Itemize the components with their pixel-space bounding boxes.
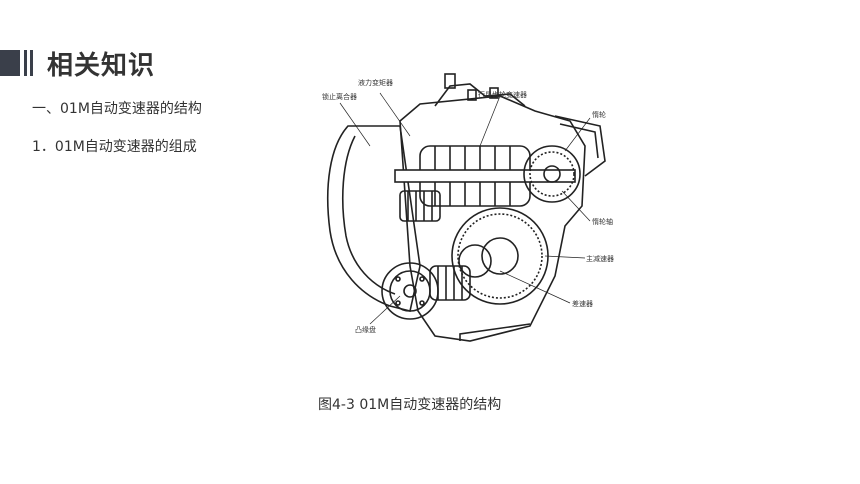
label-differential: 差速器	[572, 300, 593, 308]
label-planetary-gear: 行星齿轮变速器	[478, 91, 527, 99]
transmission-figure: 液力变矩器 锁止离合器 行星齿轮变速器 惰轮 惰轮轴 主减速器 差速器 凸缘盘	[300, 66, 630, 356]
subtitle-composition: 1．01M自动变速器的组成	[32, 139, 197, 155]
header-accent-line	[30, 50, 33, 76]
header-accent-line	[24, 50, 27, 76]
section-title: 相关知识	[47, 50, 156, 81]
figure-caption: 图4-3 01M自动变速器的结构	[318, 397, 502, 413]
label-idler: 惰轮	[592, 111, 606, 119]
subtitle-structure: 一、01M自动变速器的结构	[32, 101, 202, 117]
label-flange: 凸缘盘	[355, 326, 376, 334]
label-idler-shaft: 惰轮轴	[592, 218, 613, 226]
label-lockup-clutch: 锁止离合器	[322, 93, 357, 101]
transmission-drawing	[326, 73, 606, 342]
section-header: 相关知识	[0, 47, 156, 81]
header-accent-block	[0, 50, 20, 76]
label-final-drive: 主减速器	[586, 255, 614, 263]
label-torque-converter: 液力变矩器	[358, 79, 393, 87]
